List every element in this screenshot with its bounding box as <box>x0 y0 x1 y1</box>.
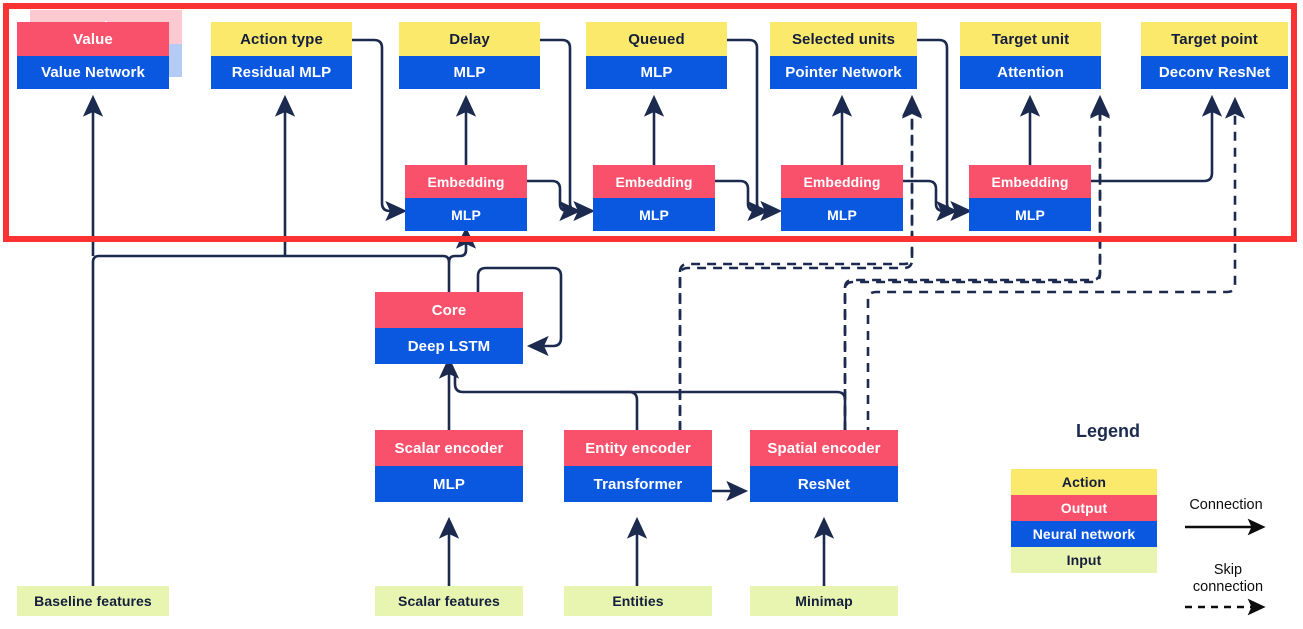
encoder-spatial[interactable]: Spatial encoder ResNet <box>750 430 898 502</box>
head-network-label: MLP <box>399 56 540 89</box>
input-scalar-features[interactable]: Scalar features <box>375 586 523 616</box>
input-label: Minimap <box>750 586 898 616</box>
encoder-output-label: Scalar encoder <box>375 430 523 466</box>
head-network-label: MLP <box>586 56 727 89</box>
head-action-label: Target unit <box>960 22 1101 56</box>
legend-connection-label: Connection <box>1189 497 1263 513</box>
input-label: Baseline features <box>17 586 169 616</box>
action-head-target-point[interactable]: Target point Deconv ResNet <box>1141 22 1288 89</box>
embedding-output-label: Embedding <box>593 165 715 198</box>
embedding-output-label: Embedding <box>405 165 527 198</box>
core-output-label: Core <box>375 292 523 328</box>
embedding-network-label: MLP <box>593 198 715 231</box>
input-entities[interactable]: Entities <box>564 586 712 616</box>
head-network-label: Deconv ResNet <box>1141 56 1288 89</box>
legend-item-output: Output <box>1011 495 1157 521</box>
action-head-selected-units[interactable]: Selected units Pointer Network <box>770 22 917 89</box>
head-action-label: Target point <box>1141 22 1288 56</box>
encoder-scalar[interactable]: Scalar encoder MLP <box>375 430 523 502</box>
input-baseline-features[interactable]: Baseline features <box>17 586 169 616</box>
action-head-delay[interactable]: Delay MLP <box>399 22 540 89</box>
legend-item-input: Input <box>1011 547 1157 573</box>
head-action-label: Queued <box>586 22 727 56</box>
head-action-label: Delay <box>399 22 540 56</box>
embedding-node-3[interactable]: Embedding MLP <box>781 165 903 231</box>
input-minimap[interactable]: Minimap <box>750 586 898 616</box>
head-action-label: Action type <box>211 22 352 56</box>
encoder-network-label: ResNet <box>750 466 898 502</box>
head-action-label: Selected units <box>770 22 917 56</box>
action-head-queued[interactable]: Queued MLP <box>586 22 727 89</box>
encoder-output-label: Spatial encoder <box>750 430 898 466</box>
head-network-label: Pointer Network <box>770 56 917 89</box>
encoder-entity[interactable]: Entity encoder Transformer <box>564 430 712 502</box>
input-label: Scalar features <box>375 586 523 616</box>
head-network-label: Value Network <box>17 56 169 89</box>
embedding-output-label: Embedding <box>969 165 1091 198</box>
encoder-network-label: MLP <box>375 466 523 502</box>
head-action-label: Value <box>17 22 169 56</box>
head-network-label: Residual MLP <box>211 56 352 89</box>
legend-item-action: Action <box>1011 469 1157 495</box>
legend-title: Legend <box>1076 421 1141 441</box>
embedding-node-4[interactable]: Embedding MLP <box>969 165 1091 231</box>
input-label: Entities <box>564 586 712 616</box>
embedding-node-1[interactable]: Embedding MLP <box>405 165 527 231</box>
legend-skip-connection-label: Skip connection <box>1192 562 1264 595</box>
embedding-node-2[interactable]: Embedding MLP <box>593 165 715 231</box>
core-network-label: Deep LSTM <box>375 328 523 364</box>
action-head-value[interactable]: Value Value Network <box>17 22 169 89</box>
head-network-label: Attention <box>960 56 1101 89</box>
legend-color-key: Action Output Neural network Input <box>1011 469 1157 573</box>
embedding-network-label: MLP <box>405 198 527 231</box>
action-head-target-unit[interactable]: Target unit Attention <box>960 22 1101 89</box>
core-node[interactable]: Core Deep LSTM <box>375 292 523 364</box>
embedding-output-label: Embedding <box>781 165 903 198</box>
encoder-output-label: Entity encoder <box>564 430 712 466</box>
embedding-network-label: MLP <box>969 198 1091 231</box>
encoder-network-label: Transformer <box>564 466 712 502</box>
legend-item-neural-network: Neural network <box>1011 521 1157 547</box>
action-head-action-type[interactable]: Action type Residual MLP <box>211 22 352 89</box>
embedding-network-label: MLP <box>781 198 903 231</box>
